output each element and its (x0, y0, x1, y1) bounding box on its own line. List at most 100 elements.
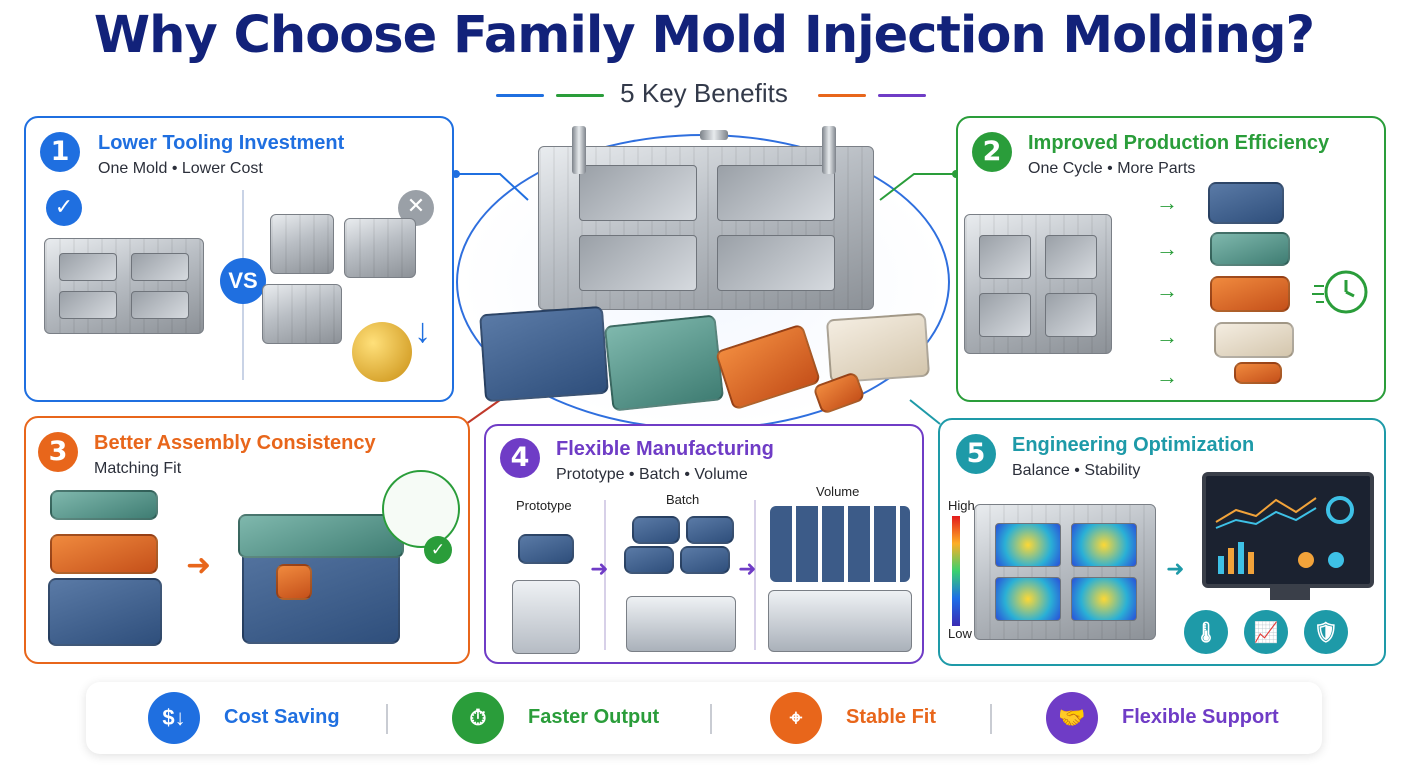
panel-subtitle: Prototype • Batch • Volume (556, 466, 748, 483)
target-icon: ⌖ (770, 692, 822, 744)
divider-orange (818, 94, 866, 97)
benefit-label: Stable Fit (846, 706, 937, 728)
panel-lower-tooling-investment: 1 Lower Tooling Investment One Mold • Lo… (24, 116, 454, 402)
shield-icon: 🛡 (1304, 610, 1348, 654)
coins-icon (352, 322, 412, 382)
dollar-down-icon: $↓ (148, 692, 200, 744)
arrow-icon: → (1156, 364, 1178, 389)
arrow-icon: → (1156, 278, 1178, 303)
separator (990, 704, 992, 734)
panel-flexible-manufacturing: 4 Flexible Manufacturing Prototype • Bat… (484, 424, 924, 664)
arrow-icon: → (1156, 324, 1178, 349)
scale-high-label: High (948, 498, 975, 513)
injection-machine-image (768, 590, 912, 652)
batch-part (680, 546, 730, 574)
panel-title: Better Assembly Consistency (94, 432, 376, 454)
dashboard-chart-icon (1215, 496, 1354, 574)
divider-green (556, 94, 604, 97)
batch-part (624, 546, 674, 574)
handshake-icon: 🤝 (1046, 692, 1098, 744)
panel-better-assembly-consistency: 3 Better Assembly Consistency Matching F… (24, 416, 470, 664)
part-green-lid (1210, 232, 1290, 266)
family-mold-image (538, 146, 874, 310)
single-mold-image (44, 238, 204, 334)
stage-label-prototype: Prototype (516, 498, 572, 513)
arrow-icon: ➜ (1166, 556, 1185, 581)
simulation-mold-image (974, 504, 1156, 640)
divider (754, 500, 756, 650)
panel-title: Engineering Optimization (1012, 434, 1255, 456)
exploded-divider (50, 534, 158, 574)
green-lid-part (603, 314, 725, 412)
panel-subtitle: Matching Fit (94, 460, 182, 477)
stage-label-volume: Volume (816, 484, 860, 499)
divider-blue (496, 94, 544, 97)
part-beige-tray (1214, 322, 1294, 358)
arrow-icon: → (1156, 190, 1178, 215)
beige-tray-part (825, 312, 931, 384)
panel-title: Flexible Manufacturing (556, 438, 774, 460)
chart-icon: 📈 (1244, 610, 1288, 654)
stopwatch-icon (1312, 270, 1368, 314)
prototype-part (518, 534, 574, 564)
monitor-stand (1270, 588, 1310, 600)
arrow-icon: ➜ (738, 556, 757, 581)
part-orange-divider (1210, 276, 1290, 312)
assembled-box-lid (238, 514, 404, 558)
separator (386, 704, 388, 734)
vs-badge: VS (220, 258, 266, 304)
batch-part (686, 516, 734, 544)
multiple-molds-image (344, 218, 416, 278)
stage-label-batch: Batch (666, 492, 700, 507)
subtitle-row: 5 Key Benefits (0, 76, 1408, 112)
page-subtitle: 5 Key Benefits (620, 78, 788, 108)
thermometer-icon: 🌡 (1184, 610, 1228, 654)
panel-number-4: 4 (500, 438, 540, 478)
benefit-label: Cost Saving (224, 706, 340, 728)
panel-engineering-optimization: 5 Engineering Optimization Balance • Sta… (938, 418, 1386, 666)
caliper-icon (382, 470, 460, 548)
multiple-molds-image (262, 284, 342, 344)
family-mold-image (964, 214, 1112, 354)
down-arrow-icon: ↓ (414, 312, 431, 350)
benefits-bar: $↓ Cost Saving ⏱ Faster Output ⌖ Stable … (86, 682, 1322, 754)
divider (604, 500, 606, 650)
panel-subtitle: One Cycle • More Parts (1028, 160, 1196, 177)
assembled-box-latch (276, 564, 312, 600)
3d-printer-image (512, 580, 580, 654)
panel-number-3: 3 (38, 432, 78, 472)
check-icon: ✓ (424, 536, 452, 564)
exploded-lid (50, 490, 158, 520)
panel-subtitle: One Mold • Lower Cost (98, 160, 263, 177)
panel-number-5: 5 (956, 434, 996, 474)
arrow-icon: ➜ (186, 549, 212, 582)
scale-low-label: Low (948, 626, 972, 641)
blue-tray-part (479, 305, 609, 403)
part-orange-clip (1234, 362, 1282, 384)
panel-subtitle: Balance • Stability (1012, 462, 1141, 479)
volume-parts-grid (770, 506, 910, 582)
divider-purple (878, 94, 926, 97)
arrow-icon: → (1156, 236, 1178, 261)
multiple-molds-image (270, 214, 334, 274)
exploded-base (48, 578, 162, 646)
panel-title: Lower Tooling Investment (98, 132, 345, 154)
separator (710, 704, 712, 734)
batch-part (632, 516, 680, 544)
panel-number-2: 2 (972, 132, 1012, 172)
analytics-monitor (1202, 472, 1374, 588)
arrow-icon: ➜ (590, 556, 609, 581)
benefit-label: Faster Output (528, 706, 660, 728)
panel-number-1: 1 (40, 132, 80, 172)
panel-title: Improved Production Efficiency (1028, 132, 1330, 154)
benefit-label: Flexible Support (1122, 706, 1279, 728)
heatmap-scale-bar (952, 516, 960, 626)
part-blue-tray (1208, 182, 1284, 224)
page-title: Why Choose Family Mold Injection Molding… (93, 6, 1315, 65)
panel-improved-production-efficiency: 2 Improved Production Efficiency One Cyc… (956, 116, 1386, 402)
injection-machine-image (626, 596, 736, 652)
x-icon: ✕ (398, 190, 434, 226)
check-icon: ✓ (46, 190, 82, 226)
stopwatch-icon: ⏱ (452, 692, 504, 744)
